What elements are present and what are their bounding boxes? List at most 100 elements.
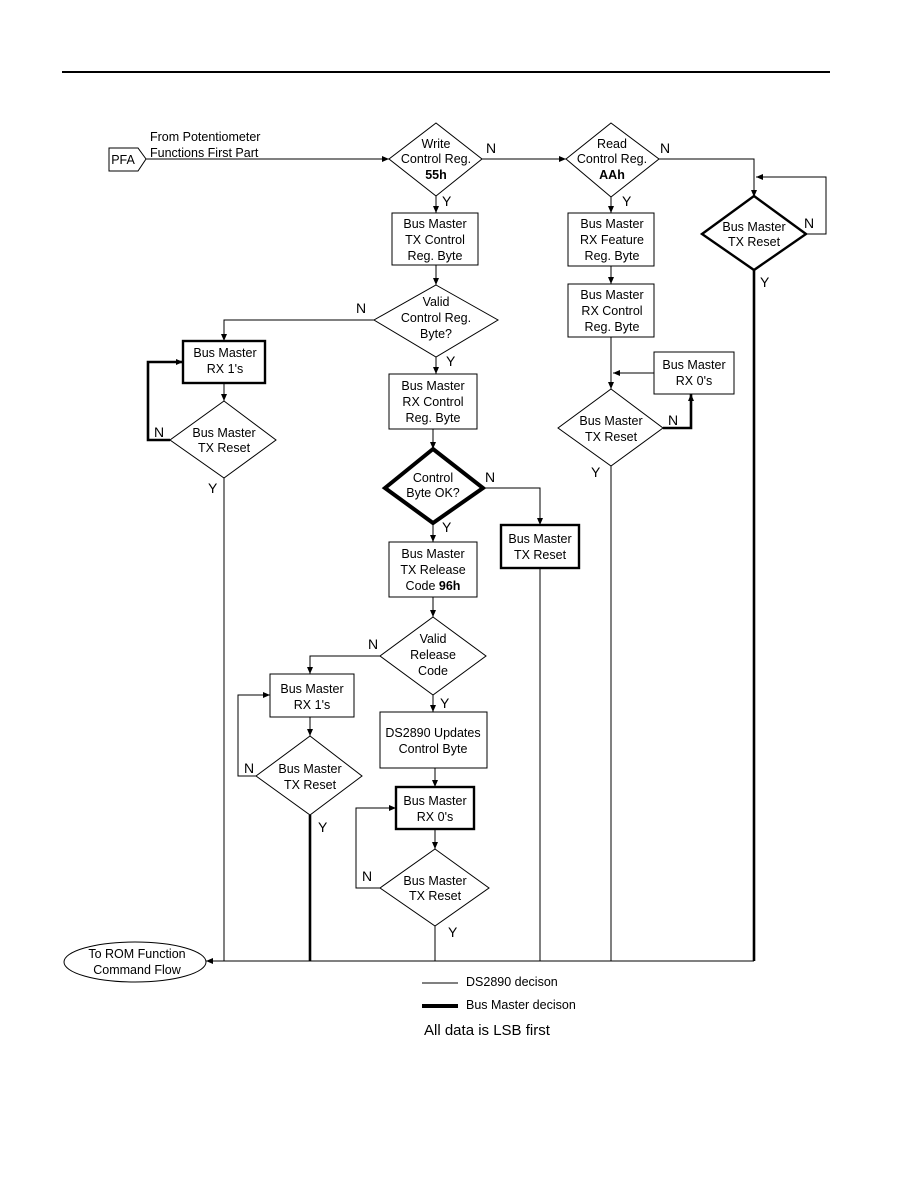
- process-rx-ones-1: Bus Master RX 1's: [181, 339, 267, 385]
- decision-read-control-reg: Read Control Reg. AAh: [565, 122, 660, 198]
- svg-text:Bus Master: Bus Master: [662, 358, 725, 372]
- svg-text:Bus Master: Bus Master: [508, 532, 571, 546]
- svg-text:Reg. Byte: Reg. Byte: [585, 249, 640, 263]
- svg-text:RX Control: RX Control: [402, 395, 463, 409]
- reset-read-yes-label: Y: [591, 464, 601, 480]
- svg-text:Control Reg.: Control Reg.: [577, 152, 647, 166]
- svg-text:Read: Read: [597, 137, 627, 151]
- svg-text:Bus Master: Bus Master: [193, 346, 256, 360]
- svg-text:Bus Master: Bus Master: [580, 217, 643, 231]
- decision-tx-reset-3: Bus Master TX Reset: [379, 848, 490, 927]
- legend-thin-label: DS2890 decison: [466, 975, 558, 989]
- svg-text:Byte?: Byte?: [420, 327, 452, 341]
- svg-text:DS2890 Updates: DS2890 Updates: [385, 726, 480, 740]
- svg-text:TX Reset: TX Reset: [585, 430, 638, 444]
- svg-text:Bus Master: Bus Master: [192, 426, 255, 440]
- process-tx-reset-after-ok: Bus Master TX Reset: [499, 523, 581, 570]
- svg-text:Control Reg.: Control Reg.: [401, 311, 471, 325]
- terminal-rom-function: To ROM Function Command Flow: [63, 941, 207, 983]
- legend-thick-label: Bus Master decison: [466, 998, 576, 1012]
- process-tx-control-reg-byte: Bus Master TX Control Reg. Byte: [391, 212, 479, 266]
- svg-text:Reg. Byte: Reg. Byte: [408, 249, 463, 263]
- svg-text:Reg. Byte: Reg. Byte: [585, 320, 640, 334]
- svg-text:TX Reset: TX Reset: [514, 548, 567, 562]
- svg-text:Bus Master: Bus Master: [403, 217, 466, 231]
- svg-text:Control: Control: [413, 471, 453, 485]
- valid-release-no-label: N: [368, 636, 378, 652]
- process-rx-ones-2: Bus Master RX 1's: [269, 673, 355, 718]
- reset3-yes-label: Y: [448, 924, 458, 940]
- decision-valid-control-reg-byte: Valid Control Reg. Byte?: [373, 284, 499, 358]
- valid-release-yes-label: Y: [440, 695, 450, 711]
- lsb-note: All data is LSB first: [424, 1022, 551, 1039]
- svg-text:RX 1's: RX 1's: [294, 698, 330, 712]
- svg-text:Bus Master: Bus Master: [278, 762, 341, 776]
- svg-text:To ROM Function: To ROM Function: [88, 947, 185, 961]
- svg-text:Release: Release: [410, 648, 456, 662]
- write-no-label: N: [486, 140, 496, 156]
- decision-right-tx-reset: Bus Master TX Reset: [699, 194, 809, 272]
- svg-text:Valid: Valid: [423, 295, 450, 309]
- svg-text:TX Reset: TX Reset: [284, 778, 337, 792]
- svg-text:Control Byte: Control Byte: [399, 742, 468, 756]
- process-rx-control-reg-byte-read: Bus Master RX Control Reg. Byte: [567, 283, 655, 338]
- decision-valid-release-code: Valid Release Code: [379, 616, 487, 696]
- entry-source-line2: Functions First Part: [150, 146, 259, 160]
- svg-text:Bus Master: Bus Master: [403, 874, 466, 888]
- entry-connector: PFA: [108, 147, 147, 172]
- read-no-label: N: [660, 140, 670, 156]
- connector-lines: [146, 156, 827, 964]
- svg-text:Command Flow: Command Flow: [93, 963, 181, 977]
- svg-text:TX Reset: TX Reset: [198, 441, 251, 455]
- svg-text:TX Reset: TX Reset: [409, 889, 462, 903]
- svg-text:RX Feature: RX Feature: [580, 233, 644, 247]
- legend: DS2890 decison Bus Master decison: [422, 975, 576, 1012]
- svg-text:RX Control: RX Control: [581, 304, 642, 318]
- process-rx-control-reg-byte: Bus Master RX Control Reg. Byte: [388, 373, 478, 430]
- svg-text:Byte OK?: Byte OK?: [406, 486, 460, 500]
- decision-write-control-reg: Write Control Reg. 55h: [388, 122, 483, 197]
- valid-ctrl-no-label: N: [356, 300, 366, 316]
- reset1-yes-label: Y: [208, 480, 218, 496]
- process-rx-feature-reg-byte: Bus Master RX Feature Reg. Byte: [567, 212, 655, 267]
- decision-control-byte-ok: Control Byte OK?: [381, 446, 487, 526]
- tx-release-code-text: Code 96h: [406, 579, 461, 593]
- svg-text:RX 1's: RX 1's: [207, 362, 243, 376]
- process-rx-zeros-2: Bus Master RX 0's: [394, 785, 476, 831]
- decision-tx-reset-2: Bus Master TX Reset: [255, 735, 363, 816]
- svg-text:Valid: Valid: [420, 632, 447, 646]
- svg-text:Bus Master: Bus Master: [580, 288, 643, 302]
- valid-ctrl-yes-label: Y: [446, 353, 456, 369]
- svg-text:Bus Master: Bus Master: [401, 379, 464, 393]
- svg-text:AAh: AAh: [599, 168, 625, 182]
- pfa-label: PFA: [111, 153, 135, 167]
- reset-read-no-label: N: [668, 412, 678, 428]
- reset1-no-label: N: [154, 424, 164, 440]
- write-yes-label: Y: [442, 193, 452, 209]
- reset2-no-label: N: [244, 760, 254, 776]
- process-ds2890-updates: DS2890 Updates Control Byte: [379, 711, 488, 769]
- svg-text:Control Reg.: Control Reg.: [401, 152, 471, 166]
- process-tx-release-code: Bus Master TX Release Code 96h: [388, 541, 478, 598]
- entry-source-line1: From Potentiometer: [150, 130, 260, 144]
- svg-text:Bus Master: Bus Master: [401, 547, 464, 561]
- decision-tx-reset-1: Bus Master TX Reset: [169, 400, 277, 479]
- svg-text:Bus Master: Bus Master: [403, 794, 466, 808]
- svg-text:Bus Master: Bus Master: [722, 220, 785, 234]
- svg-text:Bus Master: Bus Master: [280, 682, 343, 696]
- right-reset-yes-label: Y: [760, 274, 770, 290]
- svg-text:Write: Write: [422, 137, 451, 151]
- svg-text:Reg. Byte: Reg. Byte: [406, 411, 461, 425]
- process-rx-zeros-read: Bus Master RX 0's: [653, 351, 735, 395]
- svg-text:TX Release: TX Release: [400, 563, 465, 577]
- ctrl-ok-no-label: N: [485, 469, 495, 485]
- svg-text:Bus Master: Bus Master: [579, 414, 642, 428]
- svg-text:Code 96h: Code 96h: [406, 579, 461, 593]
- svg-text:RX 0's: RX 0's: [676, 374, 712, 388]
- svg-text:RX 0's: RX 0's: [417, 810, 453, 824]
- svg-text:55h: 55h: [425, 168, 447, 182]
- read-yes-label: Y: [622, 193, 632, 209]
- right-reset-no-label: N: [804, 215, 814, 231]
- ctrl-ok-yes-label: Y: [442, 519, 452, 535]
